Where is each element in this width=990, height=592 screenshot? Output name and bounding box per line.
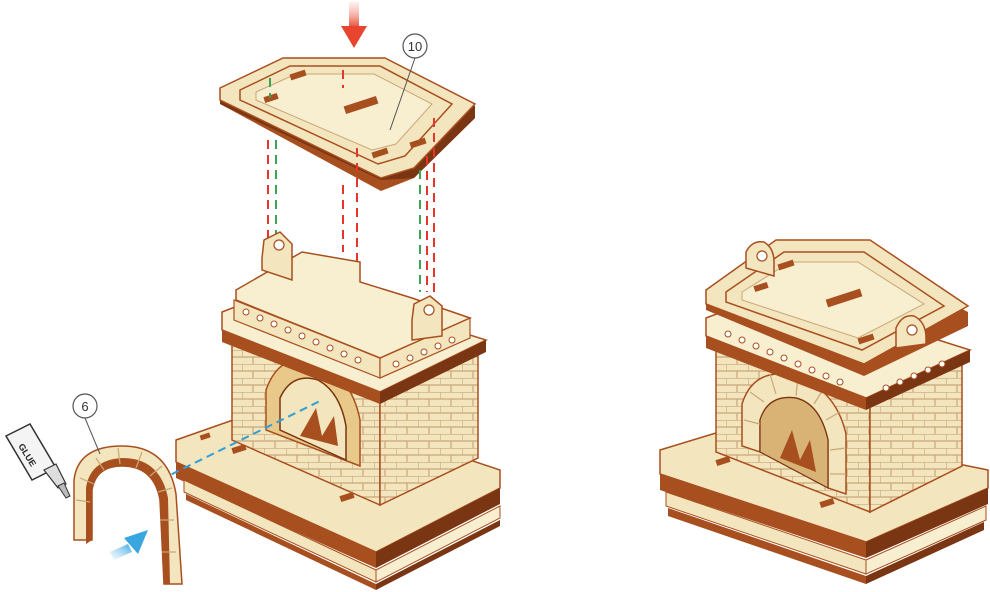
fireplace-body-open bbox=[175, 231, 501, 590]
lid-post-right bbox=[895, 315, 927, 349]
arch-part-6 bbox=[73, 445, 183, 585]
blue-insert-arrow-icon bbox=[110, 530, 148, 560]
exploded-assembly: GLUE 10 6 bbox=[4, 2, 501, 590]
callout-6-label: 6 bbox=[81, 399, 88, 414]
callout-10-label: 10 bbox=[408, 39, 422, 54]
assembled-fireplace bbox=[659, 239, 989, 584]
lid-post-left bbox=[745, 240, 775, 277]
callout-10: 10 bbox=[389, 33, 428, 131]
arch-alignment-guide bbox=[159, 399, 323, 481]
glue-bottle-icon: GLUE bbox=[4, 423, 71, 499]
red-down-arrow-icon bbox=[341, 2, 367, 48]
lid-part-10 bbox=[219, 57, 477, 191]
callout-6: 6 bbox=[72, 393, 101, 455]
